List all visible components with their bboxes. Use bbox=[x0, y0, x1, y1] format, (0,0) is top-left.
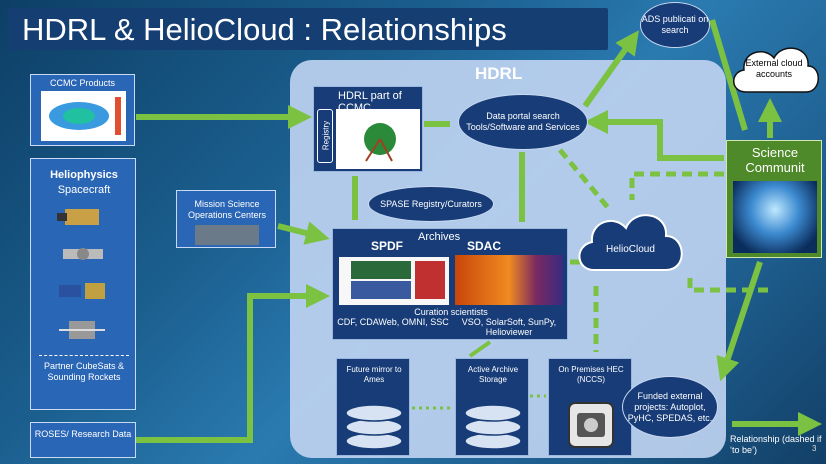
sdac-label: SDAC bbox=[467, 239, 502, 253]
title-bar: HDRL & HelioCloud : Relationships bbox=[8, 8, 608, 50]
mission-ops-label: Mission Science Operations Centers bbox=[187, 199, 267, 220]
heliophysics-title: Heliophysics bbox=[50, 169, 118, 181]
future-mirror-label: Future mirror to Ames bbox=[346, 365, 402, 384]
sdac-tools: VSO, SolarSoft, SunPy, Helioviewer bbox=[461, 317, 557, 337]
database-icon bbox=[464, 404, 522, 450]
science-community-box: Science Communit bbox=[726, 140, 822, 258]
arrow-archives-to-active bbox=[468, 340, 492, 358]
arrow-portal-to-ads bbox=[582, 30, 639, 108]
arrow-moc-to-archives bbox=[277, 221, 330, 245]
heliocloud-label: HelioCloud bbox=[606, 244, 655, 255]
science-community-label: Science Communit bbox=[745, 145, 805, 175]
arrow-science-to-portal bbox=[584, 110, 724, 161]
external-cloud-label: External cloud accounts bbox=[745, 58, 803, 79]
brain-image bbox=[733, 181, 817, 253]
future-mirror-box: Future mirror to Ames bbox=[336, 358, 410, 456]
on-premises-box: On Premises HEC (NCCS) bbox=[548, 358, 632, 456]
ccmc-screenshot bbox=[336, 109, 420, 169]
page-number: 3 bbox=[812, 444, 817, 453]
external-cloud-icon bbox=[733, 47, 819, 93]
sdac-sun-image bbox=[455, 255, 563, 305]
ccmc-products-image bbox=[41, 91, 126, 141]
spacecraft-icons bbox=[57, 209, 105, 339]
dashed-portal-to-heliocloud bbox=[558, 148, 612, 212]
registry-label: Registry bbox=[321, 120, 331, 151]
ccmc-products-label: CCMC Products bbox=[49, 78, 115, 88]
registry-tab: Registry bbox=[317, 109, 333, 163]
heliophysics-spacecraft-box: Heliophysics Spacecraft Partner CubeSats… bbox=[30, 158, 136, 410]
hdrl-label: HDRL bbox=[475, 64, 523, 83]
dashed-funded-to-heliocloud bbox=[687, 278, 768, 293]
relationship-legend-label: Relationship (dashed if ‘to be’) bbox=[730, 434, 822, 455]
spase-ellipse: SPASE Registry/Curators bbox=[368, 186, 494, 222]
spacecraft-icon bbox=[59, 283, 105, 299]
partner-label: Partner CubeSats & Sounding Rockets bbox=[43, 361, 125, 382]
server-icon bbox=[568, 402, 614, 448]
data-portal-ellipse: Data portal search Tools/Software and Se… bbox=[458, 94, 588, 150]
spdf-plot-image bbox=[339, 257, 449, 305]
mission-ops-box: Mission Science Operations Centers bbox=[176, 190, 276, 248]
active-archive-box: Active Archive Storage bbox=[455, 358, 529, 456]
arrow-roses-to-archives bbox=[136, 284, 330, 443]
arrow-science-to-funded bbox=[716, 261, 763, 382]
funded-projects-ellipse: Funded external projects: Autoplot, PyHC… bbox=[622, 376, 718, 438]
mission-ops-photo bbox=[195, 225, 259, 245]
archives-box: Archives SPDF SDAC Curation scientists C… bbox=[332, 228, 568, 340]
active-archive-label: Active Archive Storage bbox=[467, 365, 519, 384]
spdf-tools: CDF, CDAWeb, OMNI, SSC bbox=[337, 317, 449, 327]
curation-text: Curation scientists CDF, CDAWeb, OMNI, S… bbox=[337, 307, 565, 337]
ccmc-products-box: CCMC Products bbox=[30, 74, 135, 146]
spacecraft-icon bbox=[63, 248, 103, 260]
page-title: HDRL & HelioCloud : Relationships bbox=[22, 12, 507, 47]
spacecraft-icon bbox=[57, 209, 99, 225]
on-premises-label: On Premises HEC (NCCS) bbox=[558, 365, 624, 384]
spacecraft-icon bbox=[59, 321, 105, 339]
curation-title: Curation scientists bbox=[414, 307, 488, 317]
database-icon bbox=[345, 404, 403, 450]
heliocloud-icon bbox=[578, 214, 683, 271]
dashed-science-to-heliocloud bbox=[629, 171, 724, 200]
hdrl-ccmc-box: HDRL part of CCMC Registry bbox=[313, 86, 423, 172]
spacecraft-label: Spacecraft bbox=[57, 184, 111, 196]
divider bbox=[39, 355, 129, 356]
ads-ellipse: ADS publicati on search bbox=[640, 2, 710, 48]
archives-label: Archives bbox=[418, 231, 461, 243]
roses-box: ROSES/ Research Data bbox=[30, 422, 136, 458]
arrow-ads-to-extcloud bbox=[709, 19, 748, 131]
spdf-label: SPDF bbox=[371, 239, 404, 253]
